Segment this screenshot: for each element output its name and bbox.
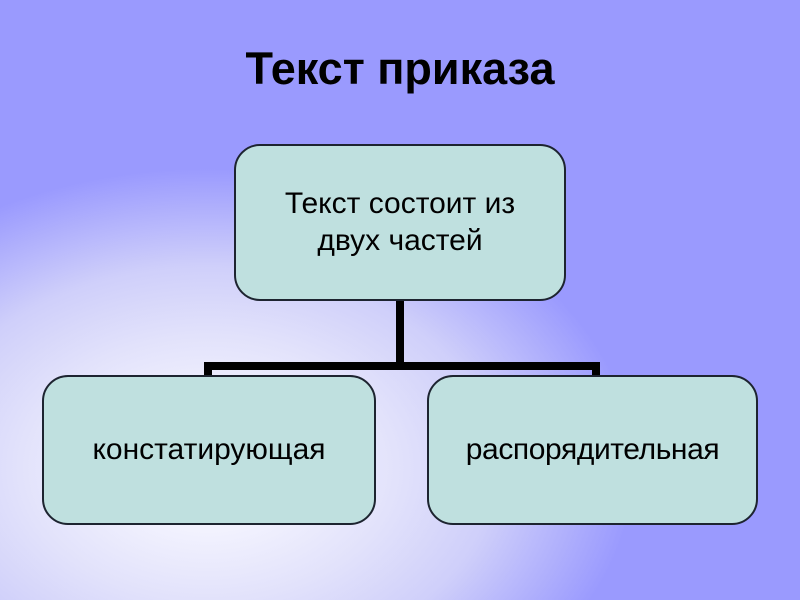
diagram-node-constating: констатирующая — [42, 375, 376, 525]
diagram-node-constating-label: констатирующая — [92, 432, 326, 466]
page-title: Текст приказа — [245, 43, 555, 94]
connector-vertical-stem — [396, 299, 404, 364]
diagram-node-directive-label: распорядительная — [465, 432, 720, 466]
connector-horizontal-bar — [204, 362, 600, 370]
connector-drop-right — [592, 362, 600, 380]
diagram-node-root-label: Текст состоит из двух частей — [284, 186, 516, 257]
connector-drop-left — [204, 362, 212, 380]
diagram-node-root: Текст состоит из двух частей — [234, 144, 566, 301]
diagram-node-directive: распорядительная — [427, 375, 758, 525]
